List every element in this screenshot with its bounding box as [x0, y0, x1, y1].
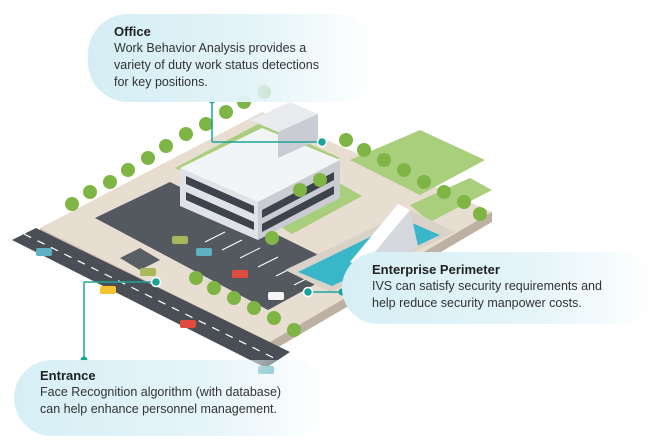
- entrance-target-dot: [150, 276, 162, 288]
- perimeter-callout: Enterprise Perimeter IVS can satisfy sec…: [342, 252, 655, 324]
- office-callout: Office Work Behavior Analysis provides a…: [88, 14, 378, 102]
- office-callout-line-1: Work Behavior Analysis provides a: [114, 41, 307, 55]
- office-target-dot: [316, 136, 328, 148]
- perimeter-callout-line-1: IVS can satisfy security requirements an…: [372, 279, 602, 293]
- connector-lines: [83, 100, 342, 360]
- office-callout-title: Office: [114, 24, 151, 39]
- entrance-callout-title: Entrance: [40, 368, 96, 383]
- perimeter-target-dot: [302, 286, 314, 298]
- trees: [65, 85, 487, 337]
- entrance-callout: Entrance Face Recognition algorithm (wit…: [14, 360, 330, 436]
- office-callout-line-3: for key positions.: [114, 75, 208, 89]
- office-callout-line-2: variety of duty work status detections: [114, 58, 319, 72]
- marker-dots: [80, 96, 346, 364]
- perimeter-callout-title: Enterprise Perimeter: [372, 262, 500, 277]
- entrance-callout-line-2: can help enhance personnel management.: [40, 402, 277, 416]
- perimeter-callout-line-2: help reduce security manpower costs.: [372, 296, 582, 310]
- cars: [36, 236, 284, 374]
- entrance-callout-line-1: Face Recognition algorithm (with databas…: [40, 385, 282, 399]
- road: [12, 228, 290, 368]
